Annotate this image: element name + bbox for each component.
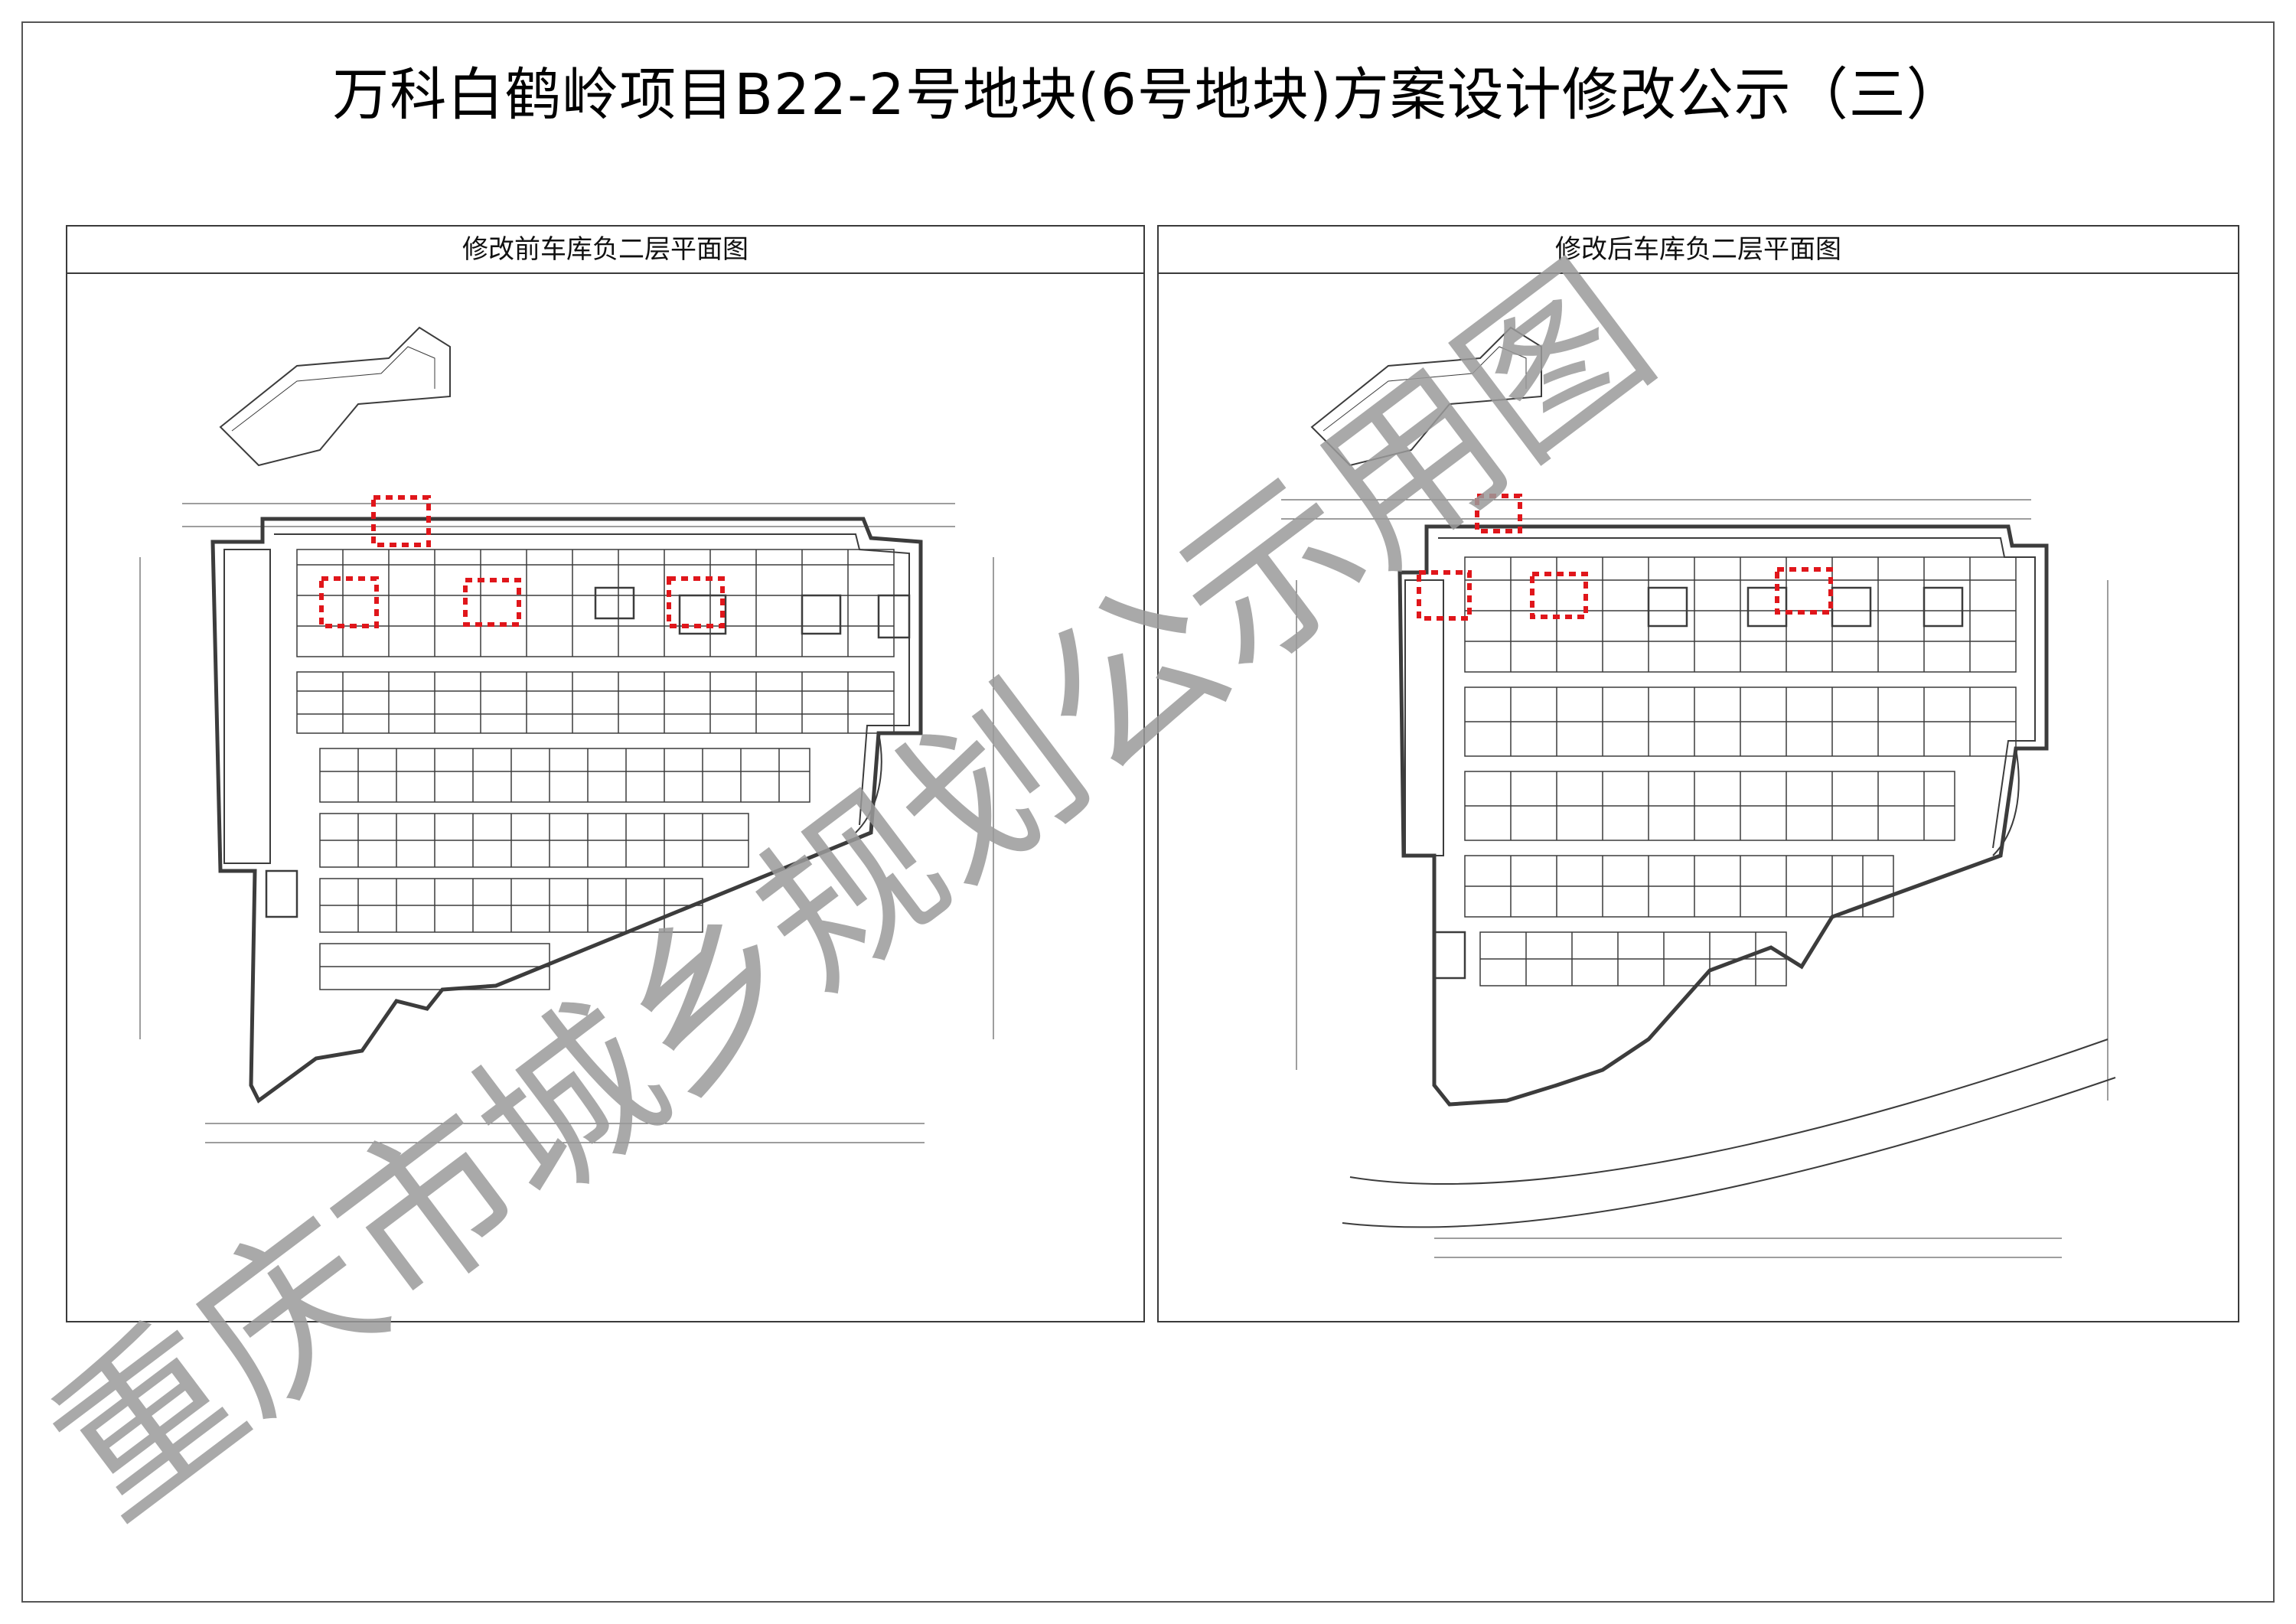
highlight-box: [667, 576, 725, 628]
highlight-box: [1775, 567, 1833, 615]
corridor-wing: [223, 549, 271, 864]
highlight-box: [319, 576, 379, 628]
highlight-box: [463, 578, 521, 627]
road-edge-2: [1342, 1077, 2116, 1228]
ramp: [1992, 748, 2020, 856]
ramp: [855, 732, 882, 833]
highlight-box: [1417, 570, 1472, 621]
garage-outline: [1397, 524, 2049, 1107]
annex-block-outline: [219, 326, 451, 467]
panel-after-modification: 修改后车库负二层平面图: [1157, 225, 2239, 1322]
parking-bays: [296, 549, 895, 990]
road-edge: [1349, 1039, 2108, 1185]
change-highlights-before: [319, 495, 725, 628]
parking-bays: [1464, 556, 2017, 986]
sheet-frame: [21, 21, 2275, 1603]
floor-plan-after: [1281, 326, 2116, 1258]
core-rooms: [265, 586, 911, 918]
annex-block-inner: [1322, 346, 1527, 432]
highlight-box: [1475, 494, 1522, 533]
garage-inner-wall: [274, 533, 910, 826]
floor-plan-before: [139, 326, 994, 1143]
panel-after-label: 修改后车库负二层平面图: [1159, 227, 2238, 274]
highlight-box: [371, 495, 431, 547]
page-title: 万科白鹤岭项目B22-2号地块(6号地块)方案设计修改公示（三）: [332, 62, 1964, 128]
annex-block-inner: [231, 346, 435, 432]
annex-block-outline: [1310, 326, 1542, 467]
change-highlights-after: [1417, 494, 1833, 621]
garage-inner-wall: [1438, 537, 2036, 849]
highlight-box: [1530, 572, 1588, 619]
core-rooms: [1433, 586, 1964, 980]
corridor-wing: [1404, 579, 1444, 856]
panel-before-label: 修改前车库负二层平面图: [67, 227, 1143, 274]
panel-before-modification: 修改前车库负二层平面图: [66, 225, 1145, 1322]
garage-outline: [210, 517, 923, 1104]
